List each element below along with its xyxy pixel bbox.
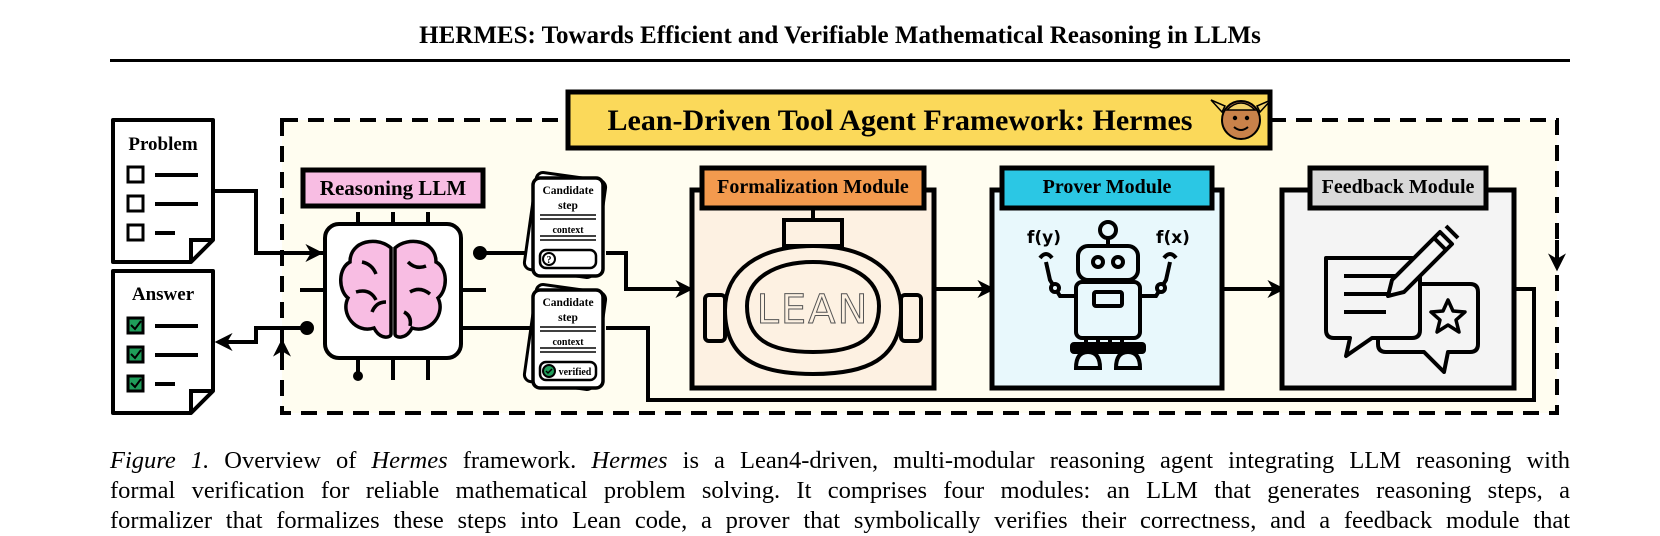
- prover-left-formula: f(y): [1027, 228, 1061, 248]
- framework-title-banner: Lean-Driven Tool Agent Framework: Hermes: [565, 89, 1273, 151]
- question-icon: ?: [542, 252, 556, 266]
- svg-text:verified: verified: [559, 367, 592, 378]
- svg-text:context: context: [552, 337, 584, 348]
- candidate-step-card-verified: Candidate step context verified: [522, 283, 608, 391]
- flow-connectors: [213, 189, 1566, 402]
- svg-text:?: ?: [547, 255, 552, 266]
- reasoning-llm-module: Reasoning LLM: [300, 167, 486, 381]
- answer-label: Answer: [132, 284, 195, 305]
- check-icon: [126, 374, 145, 393]
- lean-headset-icon: LEAN: [703, 208, 923, 377]
- prover-label: Prover Module: [1043, 176, 1172, 198]
- svg-text:step: step: [558, 200, 578, 212]
- prover-module: Prover Module f(y) f(x): [989, 165, 1225, 391]
- svg-text:step: step: [558, 312, 578, 324]
- caption-line-3: formalizer that formalizes these steps i…: [110, 507, 1570, 534]
- framework-title: Lean-Driven Tool Agent Framework: Hermes: [608, 104, 1193, 137]
- lean-logo-text: LEAN: [757, 287, 870, 333]
- header-rule: [110, 59, 1570, 62]
- candidate-step-card: Candidate step context ?: [522, 171, 608, 279]
- svg-text:Candidate: Candidate: [542, 297, 593, 309]
- answer-document: Answer: [111, 269, 215, 415]
- formalization-label: Formalization Module: [717, 176, 909, 198]
- figure-caption: Figure 1. Overview of Hermes framework. …: [110, 446, 1570, 536]
- problem-label: Problem: [128, 134, 197, 155]
- verified-check-icon: [542, 364, 556, 378]
- svg-text:context: context: [552, 225, 584, 236]
- feedback-label: Feedback Module: [1322, 176, 1475, 198]
- hermes-mascot-icon: [1210, 99, 1272, 140]
- feedback-module: Feedback Module: [1279, 165, 1517, 391]
- check-icon: [126, 316, 145, 335]
- check-icon: [126, 345, 145, 364]
- robot-icon: [1038, 220, 1178, 370]
- paper-header-title: HERMES: Towards Efficient and Verifiable…: [419, 22, 1261, 49]
- formalization-module: Formalization Module LEAN: [689, 165, 937, 391]
- caption-line-2: formal verification for reliable mathema…: [110, 477, 1570, 504]
- hermes-framework-figure: Lean-Driven Tool Agent Framework: Hermes…: [111, 89, 1566, 415]
- reasoning-llm-label: Reasoning LLM: [320, 176, 467, 200]
- feedback-chat-icon: [1324, 224, 1480, 374]
- brain-icon: [339, 239, 447, 339]
- caption-line-1: Figure 1. Overview of Hermes framework. …: [110, 447, 1571, 474]
- problem-document: Problem: [111, 118, 215, 264]
- prover-right-formula: f(x): [1156, 228, 1190, 248]
- svg-text:Candidate: Candidate: [542, 185, 593, 197]
